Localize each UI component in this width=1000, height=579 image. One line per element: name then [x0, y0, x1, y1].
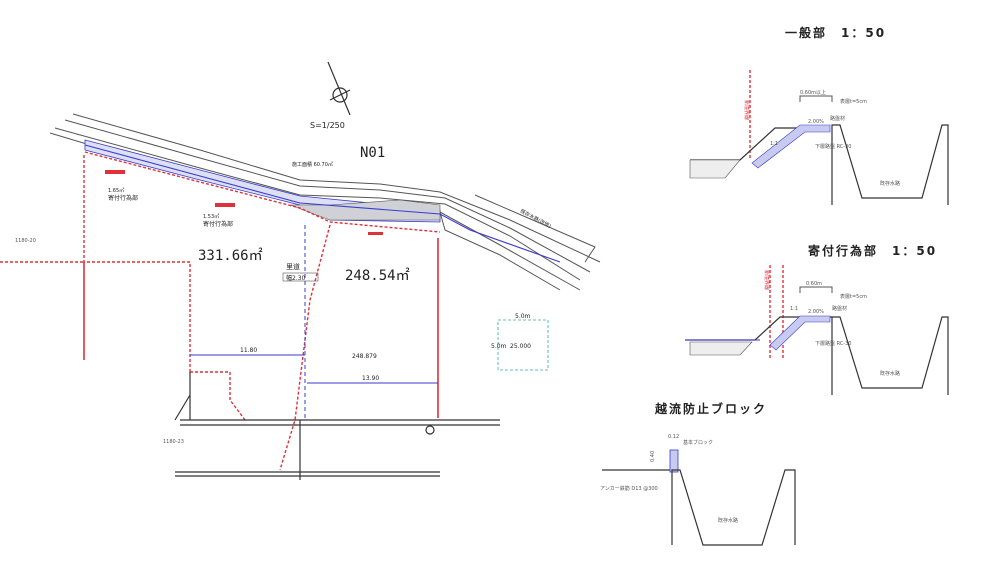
- sample-area-box: [497, 319, 549, 371]
- donation-mark: [215, 203, 235, 207]
- lot-number: 1180-23: [163, 439, 184, 445]
- north-arrow-icon: [327, 61, 351, 116]
- channel-label: 既存水路: [880, 370, 900, 377]
- dimension-left: 11.80: [240, 347, 257, 354]
- slope-label: 1:1: [770, 141, 778, 147]
- area-right: 248.54㎡: [345, 268, 410, 284]
- boundary-label: 新境界線: [743, 100, 750, 120]
- donation-1-area: 1.65㎡: [108, 187, 124, 194]
- block-label: 基本ブロック: [683, 439, 713, 446]
- surface-label: 表層t=5cm: [840, 293, 867, 300]
- section-general: 一般部 1：50 新境界線 既存水路 0.60m以上 2.00% 1:1 表層t…: [689, 25, 949, 205]
- lot-boundaries: [0, 155, 500, 480]
- anchor-label: アンカー鉄筋 D13 @300: [600, 485, 658, 492]
- channel-label: 既存水路: [880, 180, 900, 187]
- section-overflow-block: 越流防止ブロック 既存水路 0.12 0.40 基本ブロック アンカー鉄筋 D1…: [600, 401, 796, 546]
- grade-label: 2.00%: [808, 309, 824, 315]
- section-donation: 寄付行為部 1：50 新境界線 既存水路 0.60m 2.00% 1:1 表層t…: [685, 243, 949, 395]
- base-label: 路盤材: [830, 115, 845, 122]
- dimension-right: 13.90: [362, 375, 379, 382]
- subbase-label: 下層路盤 RC-30: [815, 143, 851, 150]
- channel-label: 既存水路: [718, 517, 738, 524]
- width-label: 0.12: [668, 434, 679, 440]
- donation-1-label: 寄付行為部: [108, 194, 138, 202]
- grade-label: 2.00%: [808, 119, 824, 125]
- path-width: 幅2.30: [286, 274, 306, 282]
- width-label: 0.60m: [806, 281, 822, 287]
- path-label: 里道: [286, 262, 300, 271]
- lot-number: 1180-20: [15, 238, 36, 244]
- donation-mark: [368, 232, 383, 235]
- surface-label: 表層t=5cm: [840, 98, 867, 105]
- height-label: 0.40: [650, 451, 656, 462]
- donation-2-label: 寄付行為部: [203, 220, 233, 228]
- subbase-label: 下層路盤 RC-30: [815, 340, 851, 347]
- sheet-id: N01: [360, 145, 385, 161]
- base-label: 路盤材: [832, 305, 847, 312]
- section-title: 寄付行為部 1：50: [808, 243, 937, 258]
- section-title: 越流防止ブロック: [654, 401, 767, 416]
- path-width-box: [282, 272, 319, 282]
- boundary-label: 新境界線: [763, 270, 770, 290]
- donation-mark: [105, 170, 125, 174]
- area-left: 331.66㎡: [198, 248, 263, 264]
- section-title: 一般部 1：50: [785, 25, 886, 40]
- box-width: 5.0m: [515, 313, 531, 320]
- box-height: 5.0m: [491, 343, 507, 350]
- width-label: 0.60m以上: [800, 89, 826, 96]
- work-area-label: 施工面積 60.70㎡: [292, 161, 333, 168]
- scale-label: S=1/250: [310, 121, 345, 130]
- donation-2-area: 1.53㎡: [203, 213, 219, 220]
- lot-area-value: 248.879: [352, 353, 377, 360]
- slope-label: 1:1: [790, 306, 798, 312]
- box-area: 25.000: [510, 343, 531, 350]
